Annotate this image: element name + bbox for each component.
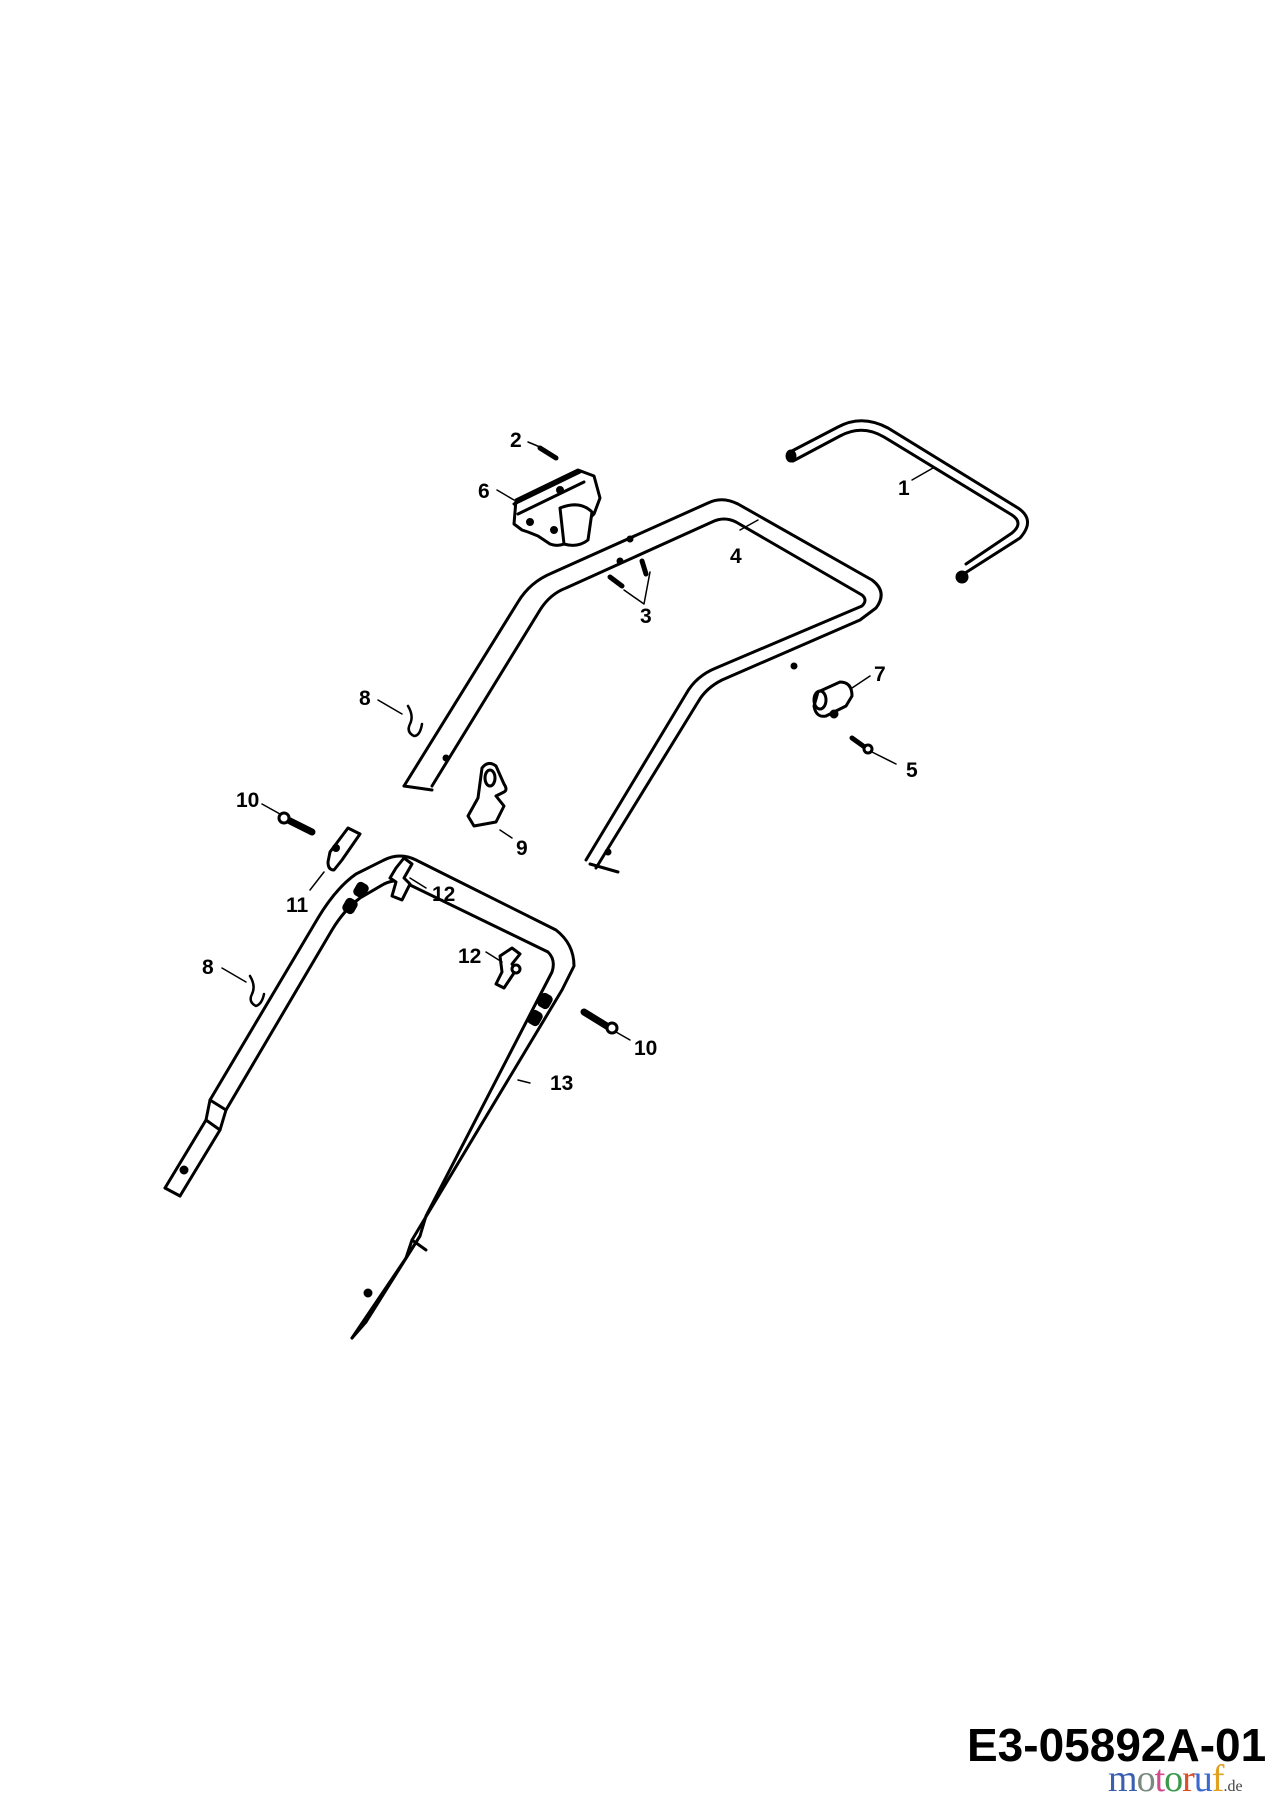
- callout-1: 1: [898, 477, 910, 500]
- part-10-bolt-lower[interactable]: [580, 1008, 631, 1041]
- callout-10-lower: 10: [634, 1037, 658, 1060]
- part-13-lower-handle[interactable]: [163, 854, 576, 1340]
- logo-letter: u: [1193, 1758, 1213, 1800]
- callout-5: 5: [906, 759, 918, 782]
- callout-8-upper: 8: [359, 687, 371, 710]
- logo-letter: o: [1136, 1758, 1156, 1800]
- part-4-upper-handle[interactable]: [402, 498, 883, 874]
- logo-letter: m: [1108, 1758, 1138, 1800]
- callout-9: 9: [516, 837, 528, 860]
- part-6-switch-box[interactable]: [496, 468, 602, 547]
- callout-13: 13: [550, 1072, 574, 1095]
- logo-letter: t: [1154, 1758, 1166, 1800]
- logo-letter: o: [1164, 1758, 1183, 1800]
- part-12-wing-nut-upper[interactable]: [388, 856, 427, 902]
- callout-10-upper: 10: [236, 789, 260, 812]
- logo-tld: .de: [1223, 1778, 1243, 1795]
- callout-12-upper: 12: [432, 883, 456, 906]
- part-12-wing-nut-lower[interactable]: [485, 946, 522, 990]
- logo-letter: f: [1211, 1758, 1225, 1800]
- part-11-bracket[interactable]: [309, 826, 362, 891]
- callout-2: 2: [510, 429, 522, 452]
- part-9-cable-guide[interactable]: [466, 761, 513, 839]
- part-10-bolt-upper[interactable]: [261, 803, 316, 836]
- callout-8-lower: 8: [202, 956, 214, 979]
- callout-4: 4: [730, 545, 742, 568]
- motoruf-logo: motoruf.de: [1108, 1760, 1243, 1798]
- part-5-screw[interactable]: [849, 735, 897, 765]
- part-3-screws[interactable]: [607, 558, 651, 605]
- callout-3: 3: [640, 605, 652, 628]
- part-8-cable-clip-lower[interactable]: [221, 967, 266, 1008]
- logo-letter: r: [1182, 1758, 1195, 1800]
- part-8-cable-clip-upper[interactable]: [377, 699, 424, 738]
- callout-7: 7: [874, 663, 886, 686]
- callout-12-lower: 12: [458, 945, 482, 968]
- callout-11: 11: [286, 894, 309, 917]
- part-2-screw[interactable]: [527, 441, 559, 461]
- callout-6: 6: [478, 480, 490, 503]
- part-7-clamp[interactable]: [812, 675, 871, 719]
- part-1-control-bar[interactable]: [785, 419, 1029, 584]
- drawing-code: E3-05892A-01: [967, 1719, 1267, 1771]
